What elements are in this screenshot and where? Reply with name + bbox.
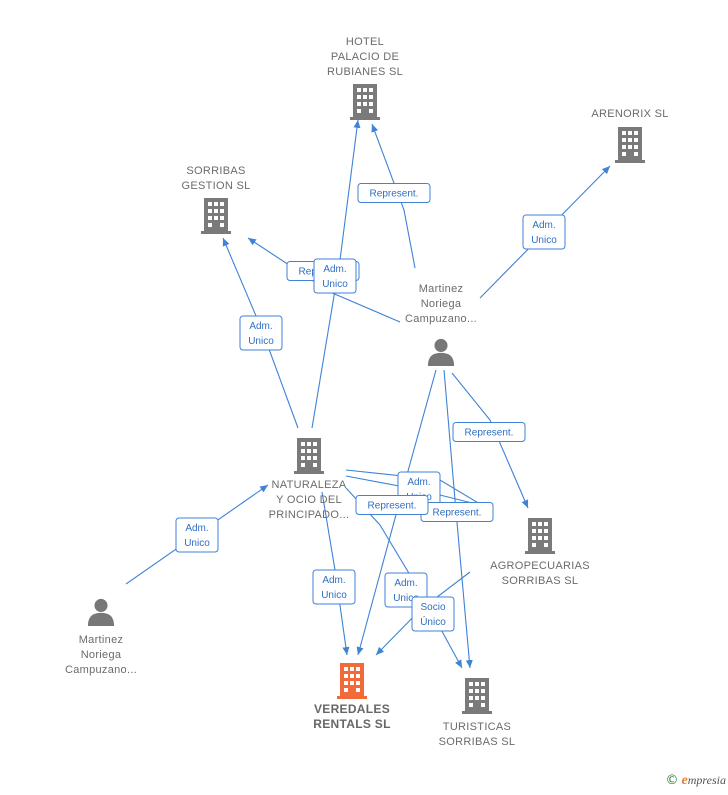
node-label: SORRIBAS SL [439, 736, 516, 748]
edge-label-box [355, 495, 429, 515]
edge-label-box [175, 517, 219, 553]
edge-label-text: Represent. [370, 189, 419, 200]
edge-label-box [312, 569, 356, 605]
brand-name: mpresia [687, 773, 726, 787]
edge-label-person_top-to-veredales[interactable]: Represent. [355, 495, 429, 515]
person-icon [427, 338, 455, 366]
node-person_top[interactable]: MartinezNoriegaCampuzano... [405, 283, 477, 366]
node-naturaleza[interactable]: NATURALEZA Y OCIO DEL PRINCIPADO... [269, 438, 350, 521]
edge-label-person_top-to-hotel[interactable]: Represent. [357, 183, 431, 203]
edge-label-box [313, 258, 357, 294]
node-label: VEREDALES [314, 702, 390, 716]
edge-label-text: Unico [248, 336, 274, 347]
node-label: Y OCIO DEL [276, 494, 342, 506]
building-icon [615, 127, 645, 163]
node-label: GESTION SL [181, 180, 250, 192]
node-label: RENTALS SL [313, 717, 390, 731]
edge-label-text: Unico [321, 590, 347, 601]
edge-label-text: Represent. [465, 428, 514, 439]
edge-label-naturaleza-to-hotel[interactable]: Adm. Unico [313, 258, 357, 294]
node-person_left[interactable]: MartinezNoriegaCampuzano... [65, 598, 137, 676]
empresia-brand[interactable]: © empresia [666, 773, 726, 789]
node-hotel[interactable]: HOTEL PALACIO DE RUBIANES SL [327, 36, 403, 120]
node-label: SORRIBAS SL [502, 575, 579, 587]
edge-label-text: Adm. [532, 220, 555, 231]
node-label: TURISTICAS [443, 721, 511, 733]
building-icon [294, 438, 324, 474]
node-label: Campuzano... [65, 664, 137, 676]
edge-labels-layer: Represent.Adm.UnicoRepresent.Adm.UnicoAd… [175, 183, 566, 632]
edge-label-box [357, 183, 431, 203]
edge-label-person_top-to-arenorix[interactable]: Adm. Unico [522, 214, 566, 250]
node-label: Martinez [79, 634, 124, 646]
edge-label-person_left-to-naturaleza[interactable]: Adm. Unico [175, 517, 219, 553]
edge-label-box [522, 214, 566, 250]
edge-label-text: Adm. [249, 321, 272, 332]
edge-label-text: Adm. [323, 264, 346, 275]
node-arenorix[interactable]: ARENORIX SL [591, 108, 668, 163]
node-label: Noriega [421, 298, 462, 310]
edge-label-naturaleza-to-sorribas_gestion[interactable]: Adm. Unico [239, 315, 283, 351]
edge-label-text: Adm. [394, 578, 417, 589]
edge-label-box [239, 315, 283, 351]
node-label: Campuzano... [405, 313, 477, 325]
edge-person_top-to-agropecuarias [451, 372, 529, 509]
copyright-symbol: © [665, 773, 679, 788]
building-icon [350, 84, 380, 120]
edge-person_top-to-turisticas [443, 369, 473, 669]
building-icon [337, 663, 367, 699]
person-icon [87, 598, 115, 626]
edge-label-naturaleza-to-agropecuarias[interactable]: Represent. [420, 502, 494, 522]
edge-label-text: Adm. [185, 523, 208, 534]
node-label: Martinez [419, 283, 464, 295]
node-sorribas_gestion[interactable]: SORRIBAS GESTION SL [181, 165, 250, 234]
edge-label-text: Socio [420, 602, 445, 613]
node-label: RUBIANES SL [327, 66, 403, 78]
node-agropecuarias[interactable]: AGROPECUARIAS SORRIBAS SL [490, 518, 590, 587]
node-label: NATURALEZA [272, 479, 347, 491]
edge-person_top-to-hotel [371, 123, 416, 269]
building-icon [201, 198, 231, 234]
building-icon [525, 518, 555, 554]
node-label: Noriega [81, 649, 122, 661]
edge-label-text: Adm. [322, 575, 345, 586]
edge-label-text: Represent. [368, 501, 417, 512]
node-label: ARENORIX SL [591, 108, 668, 120]
node-turisticas[interactable]: TURISTICAS SORRIBAS SL [439, 678, 516, 748]
edge-label-naturaleza-to-veredales[interactable]: Adm. Unico [312, 569, 356, 605]
edge-label-text: Unico [322, 279, 348, 290]
node-label: SORRIBAS [186, 165, 245, 177]
brand-logo-initial: e [681, 773, 688, 788]
edge-label-text: Único [420, 615, 446, 628]
edge-label-text: Unico [184, 538, 210, 549]
edge-label-text: Represent. [433, 508, 482, 519]
edge-label-text: Unico [393, 593, 419, 604]
node-label: PRINCIPADO... [269, 509, 350, 521]
node-label: AGROPECUARIAS [490, 560, 590, 572]
edge-label-box [452, 422, 526, 442]
node-label: HOTEL [346, 36, 384, 48]
edge-label-text: Adm. [407, 477, 430, 488]
building-icon [462, 678, 492, 714]
edge-label-text: Unico [531, 235, 557, 246]
edge-label-person_top-to-agropecuarias[interactable]: Represent. [452, 422, 526, 442]
nodes-layer: HOTEL PALACIO DE RUBIANES SL ARENORIX SL SOR… [65, 36, 668, 748]
edge-label-box [411, 596, 455, 632]
node-label: PALACIO DE [331, 51, 399, 63]
